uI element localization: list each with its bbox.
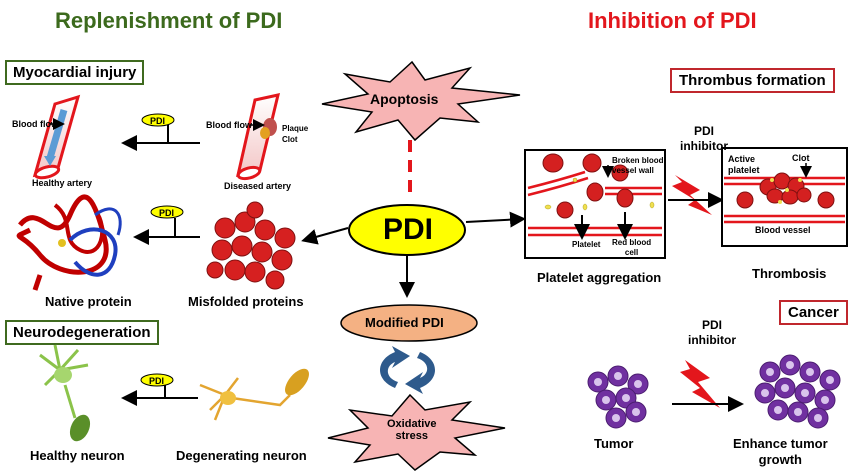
native-protein-label: Native protein xyxy=(45,294,132,309)
plaque-label: Plaque xyxy=(282,124,309,133)
active-platelet-line2: platelet xyxy=(728,165,760,175)
modified-pdi-ellipse xyxy=(340,304,478,342)
oxidative-stress-line1: Oxidative xyxy=(387,418,437,430)
broken-wall-line2: vessel wall xyxy=(612,166,654,175)
pdi-rescue-arrow-neuron xyxy=(121,373,198,406)
misfolded-proteins-label: Misfolded proteins xyxy=(188,294,304,309)
cancer-box: Cancer xyxy=(779,300,848,325)
replenishment-title: Replenishment of PDI xyxy=(55,8,283,33)
arrow-to-misfolded xyxy=(301,227,349,245)
pdi-tag-neuron: PDI xyxy=(149,376,165,386)
active-platelets xyxy=(770,178,802,204)
enhance-line1: Enhance tumor xyxy=(733,436,828,451)
pdi-rescue-arrow-myocardial xyxy=(121,113,200,151)
pdi-rescue-arrow-protein xyxy=(133,205,200,245)
cycle-arrow-left-icon xyxy=(380,346,410,388)
apoptosis-label: Apoptosis xyxy=(370,91,439,107)
blood-vessel-label: Blood vessel xyxy=(755,225,811,235)
active-platelet-label: Active platelet xyxy=(728,154,760,176)
inhibitor-lightning-icon-thrombus xyxy=(672,175,712,215)
diseased-artery-label: Diseased artery xyxy=(224,181,292,191)
misfolded-proteins-icon xyxy=(206,201,296,290)
pdi-inhibitor-cancer-line1: PDI xyxy=(701,318,722,332)
pdi-tag-myocardial: PDI xyxy=(150,116,166,126)
pdi-label: PDI xyxy=(383,213,434,246)
red-blood-cells xyxy=(542,153,634,219)
apoptosis-burst xyxy=(321,60,521,142)
enhance-line2: growth xyxy=(758,452,802,467)
oxidative-stress-burst xyxy=(327,393,506,471)
pdi-inhibitor-label-thrombus: PDI inhibitor xyxy=(680,124,728,154)
myocardial-injury-box: Myocardial injury xyxy=(5,60,145,85)
rbc-label: Red blood cell xyxy=(612,238,651,258)
enhanced-tumor-nuclei xyxy=(761,361,834,422)
cycle-arrow-right-icon xyxy=(405,352,435,394)
clot-cluster xyxy=(736,172,835,209)
rbc-line2: cell xyxy=(624,248,639,257)
active-platelet-line1: Active xyxy=(728,154,756,164)
platelets xyxy=(544,177,655,211)
healthy-artery xyxy=(32,94,81,180)
broken-vessel-walls xyxy=(527,170,662,237)
native-protein-icon xyxy=(16,194,122,291)
pdi-inhibitor-label-cancer: PDI inhibitor xyxy=(688,318,736,348)
arrow-to-platelet xyxy=(465,211,526,228)
blood-flow-label-diseased: Blood flow xyxy=(206,120,252,130)
enhance-tumor-growth-label: Enhance tumor growth xyxy=(733,436,828,468)
neurodegeneration-box: Neurodegeneration xyxy=(5,320,159,345)
degenerating-neuron-label: Degenerating neuron xyxy=(176,448,307,463)
oxidative-stress-line2: stress xyxy=(395,430,428,442)
tumor-label: Tumor xyxy=(594,436,634,451)
diseased-artery xyxy=(236,93,281,181)
pdi-inhibitor-thrombus-line2: inhibitor xyxy=(680,139,728,153)
thrombus-formation-box: Thrombus formation xyxy=(670,68,835,93)
rbc-line1: Red blood xyxy=(612,238,652,247)
healthy-artery-label: Healthy artery xyxy=(32,178,93,188)
healthy-neuron-icon xyxy=(39,344,91,442)
clot-label-thrombosis: Clot xyxy=(792,153,810,163)
pdi-tag-protein: PDI xyxy=(159,208,175,218)
modified-pdi-label: Modified PDI xyxy=(365,315,444,330)
oxidative-stress-label: Oxidative stress xyxy=(387,418,437,442)
inhibition-title: Inhibition of PDI xyxy=(588,8,757,33)
platelet-label: Platelet xyxy=(572,240,601,249)
broken-wall-label: Broken blood vessel wall xyxy=(612,156,664,176)
tumor-cell-nuclei xyxy=(594,372,642,422)
broken-wall-line1: Broken blood xyxy=(612,156,664,165)
thrombosis-label: Thrombosis xyxy=(752,266,827,281)
pdi-inhibitor-cancer-line2: inhibitor xyxy=(688,333,736,347)
healthy-neuron-label: Healthy neuron xyxy=(30,448,125,463)
pdi-ellipse xyxy=(348,204,466,256)
platelet-aggregation-label: Platelet aggregation xyxy=(537,270,662,285)
inhibitor-lightning-icon-cancer xyxy=(680,360,720,408)
pdi-inhibitor-thrombus-line1: PDI xyxy=(693,124,714,138)
clot-label: Clot xyxy=(282,135,298,144)
blood-flow-label-healthy: Blood flow xyxy=(12,119,58,129)
degenerating-neuron-icon xyxy=(199,368,309,421)
